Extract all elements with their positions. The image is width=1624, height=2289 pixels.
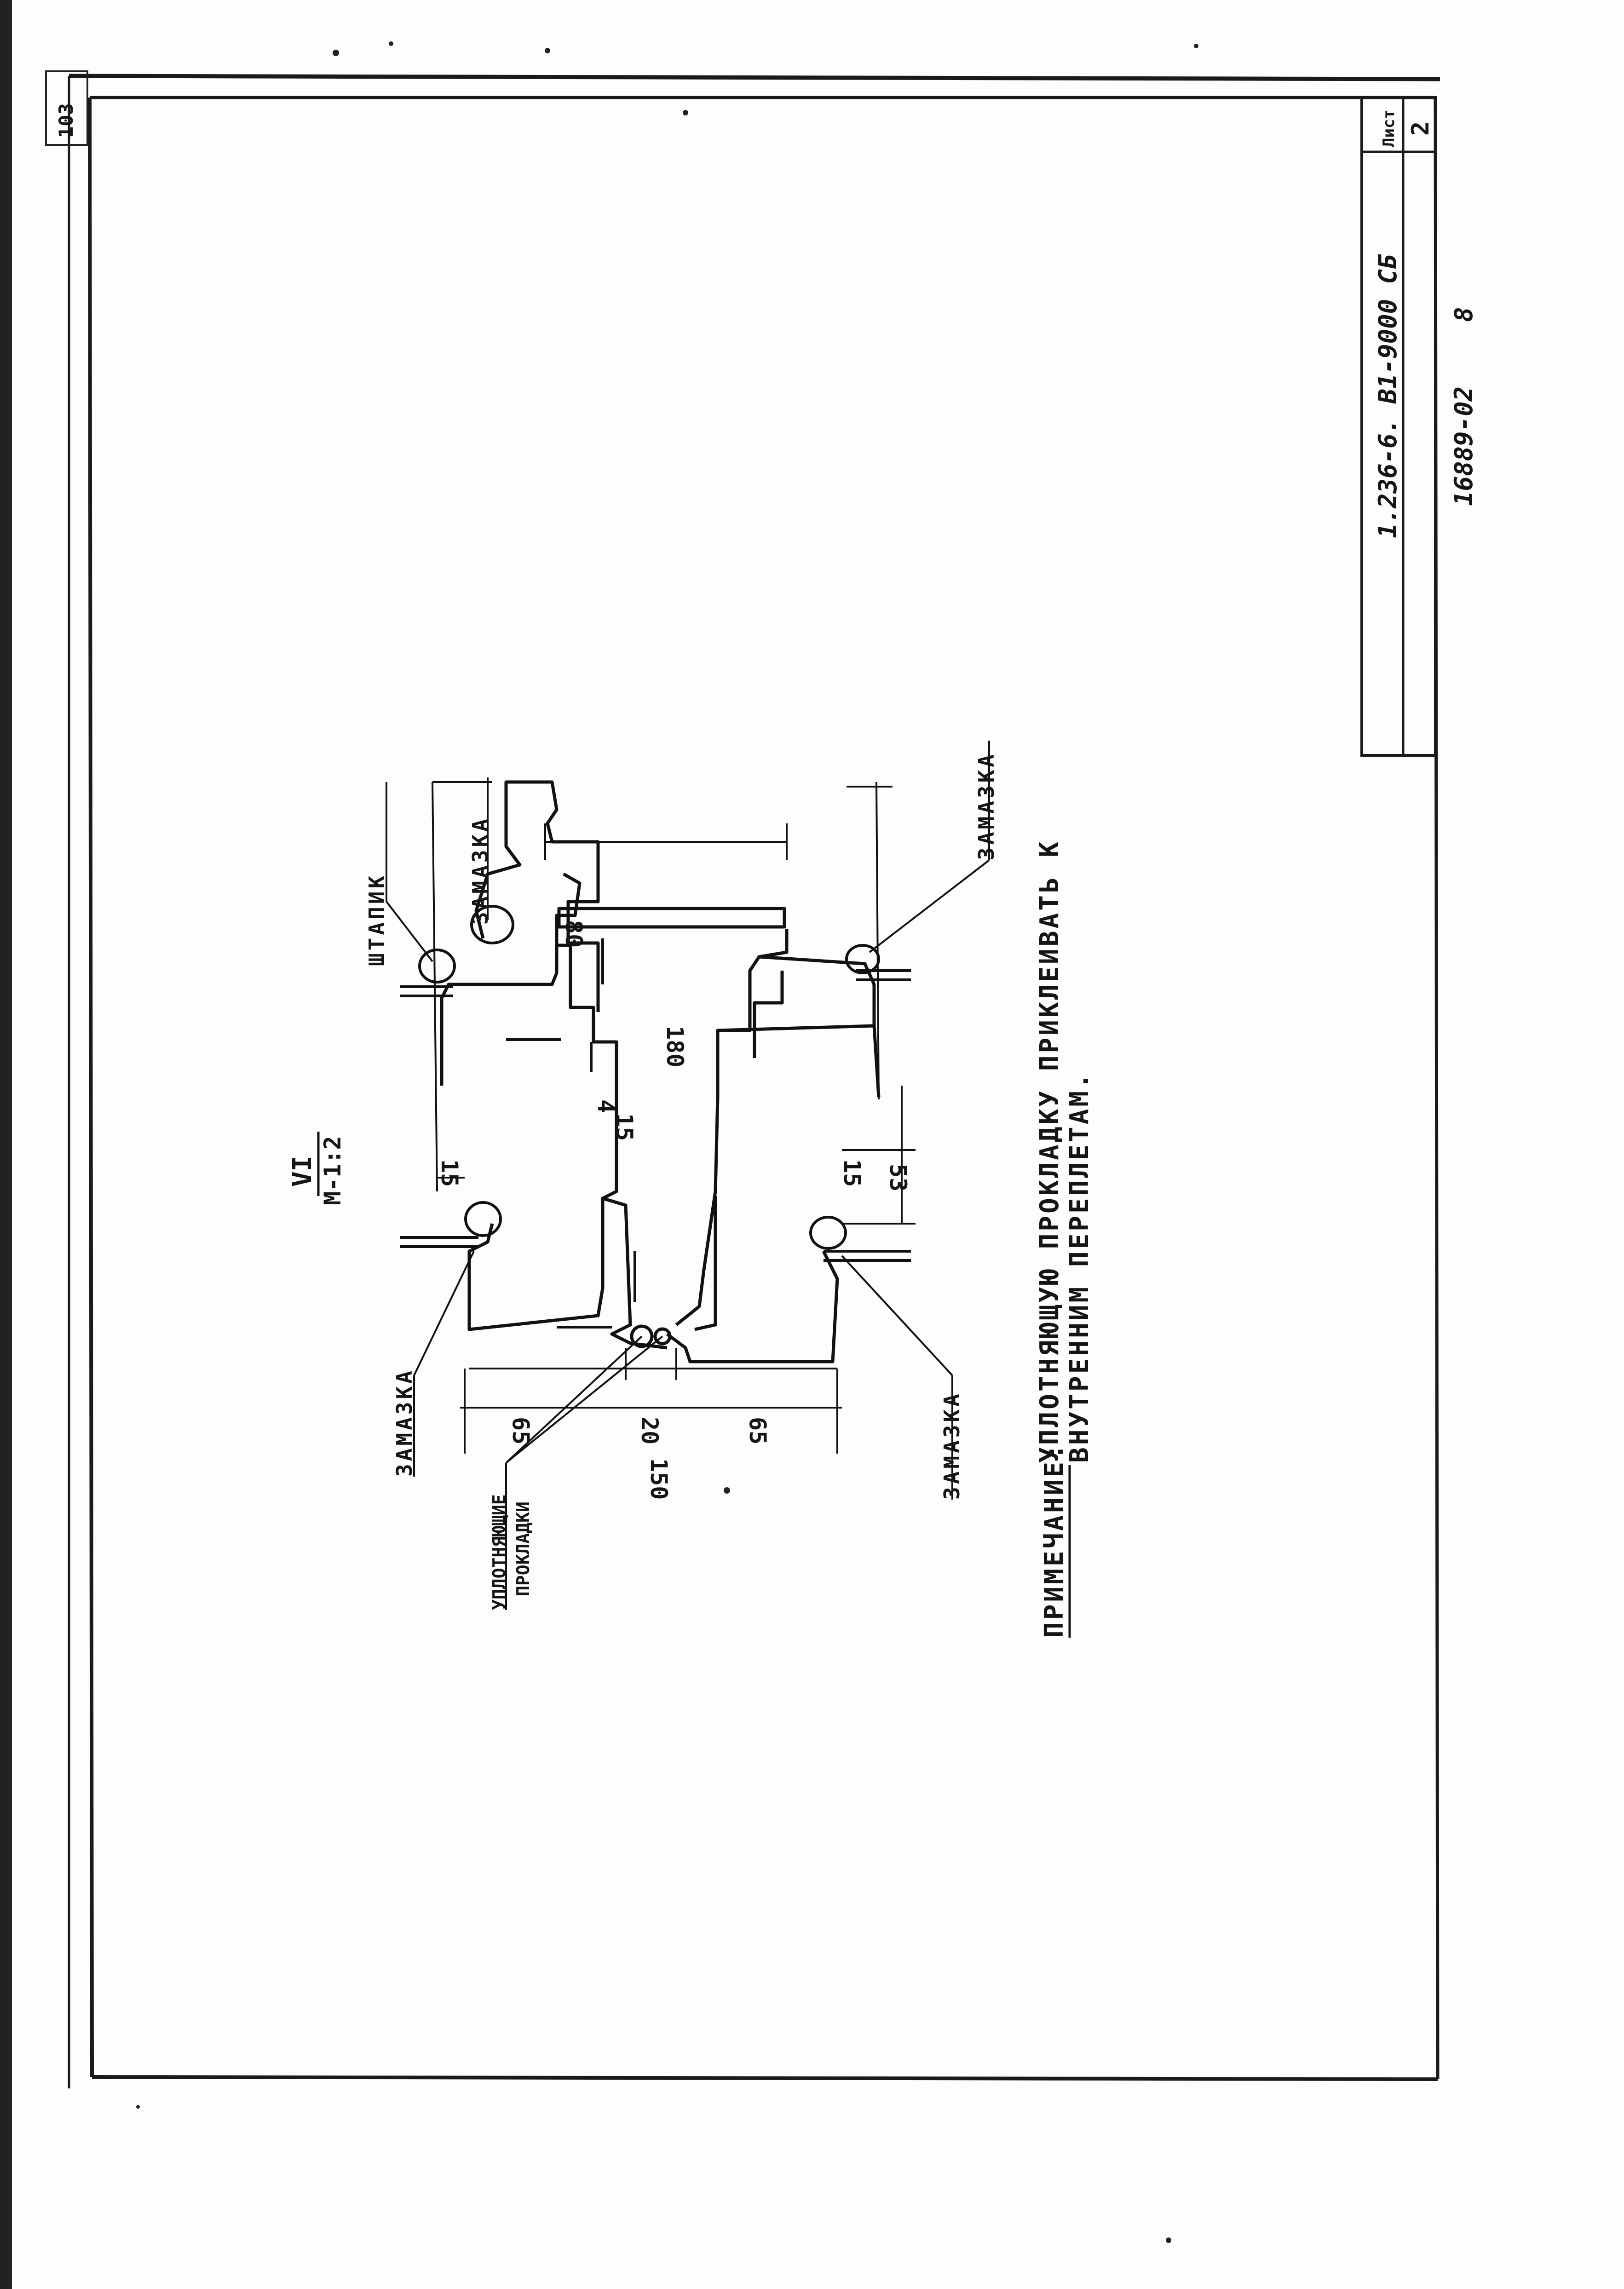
dimension-lines [432, 781, 916, 1454]
note-line1: УПЛОТНЯЮЩУЮ ПРОКЛАДКУ ПРИКЛЕИВАТЬ К [1035, 840, 1065, 1463]
callout-zamazka-top-left: ЗАМАЗКА [468, 816, 493, 925]
sheet-number: 2 [1407, 121, 1434, 136]
drawing-frame [68, 74, 1440, 2088]
dim-small-15-left: 15 [436, 1159, 463, 1187]
callout-zamazka-top-right: ЗАМАЗКА [974, 752, 999, 860]
callout-shtapik: ШТАПИК [364, 873, 389, 966]
corner-mark-text: 103 [55, 103, 77, 138]
dim-seg-left: 65 [507, 1417, 534, 1444]
callout-gaskets-line1: УПЛОТНЯЮЩИЕ [489, 1494, 509, 1610]
note-label: ПРИМЕЧАНИЕ: [1039, 1442, 1069, 1638]
section-mark: VI М-1:2 [288, 1132, 346, 1205]
dim-small-15-mid: 15 [611, 1113, 638, 1141]
title-block: Лист 2 1.236-6. В1-9000 СБ 16889-02 8 [1360, 96, 1478, 757]
inventory-suffix: 8 [1449, 307, 1478, 322]
upper-sash-profile [440, 780, 881, 1098]
callout-zamazka-bottom-right: ЗАМАЗКА [939, 1391, 964, 1500]
note-line2: ВНУТРЕННИМ ПЕРЕПЛЕТАМ. [1065, 1071, 1094, 1463]
dim-53: 53 [885, 1164, 911, 1191]
leader-lines [386, 741, 990, 1610]
glazing [400, 905, 911, 1262]
lower-sash-profile [467, 1097, 839, 1363]
drawing-note: ПРИМЕЧАНИЕ: УПЛОТНЯЮЩУЮ ПРОКЛАДКУ ПРИКЛЕ… [1035, 840, 1094, 1638]
inventory-number: 16889-02 [1449, 386, 1478, 506]
fasteners [506, 938, 636, 1329]
section-mark-number: VI [288, 1156, 317, 1187]
dim-overall-bottom: 150 [645, 1458, 672, 1500]
dim-small-4: 4 [593, 1099, 619, 1113]
dim-small-15-right: 15 [839, 1159, 865, 1187]
dim-overall-top: 180 [662, 1026, 688, 1067]
sheet-label: Лист [1380, 109, 1398, 147]
callout-gaskets-line2: ПРОКЛАДКИ [513, 1501, 533, 1596]
dim-seg-right: 65 [744, 1417, 771, 1444]
scan-noise [136, 41, 1198, 2243]
dim-inner-top: 80 [560, 920, 587, 948]
binding-strip [0, 0, 12, 2289]
document-code: 1.236-6. В1-9000 СБ [1373, 254, 1402, 538]
corner-mark: 103 [45, 70, 88, 146]
dim-seg-mid: 20 [636, 1417, 663, 1444]
callout-zamazka-bottom-left: ЗАМАЗКА [392, 1368, 417, 1477]
section-scale: М-1:2 [319, 1136, 346, 1205]
